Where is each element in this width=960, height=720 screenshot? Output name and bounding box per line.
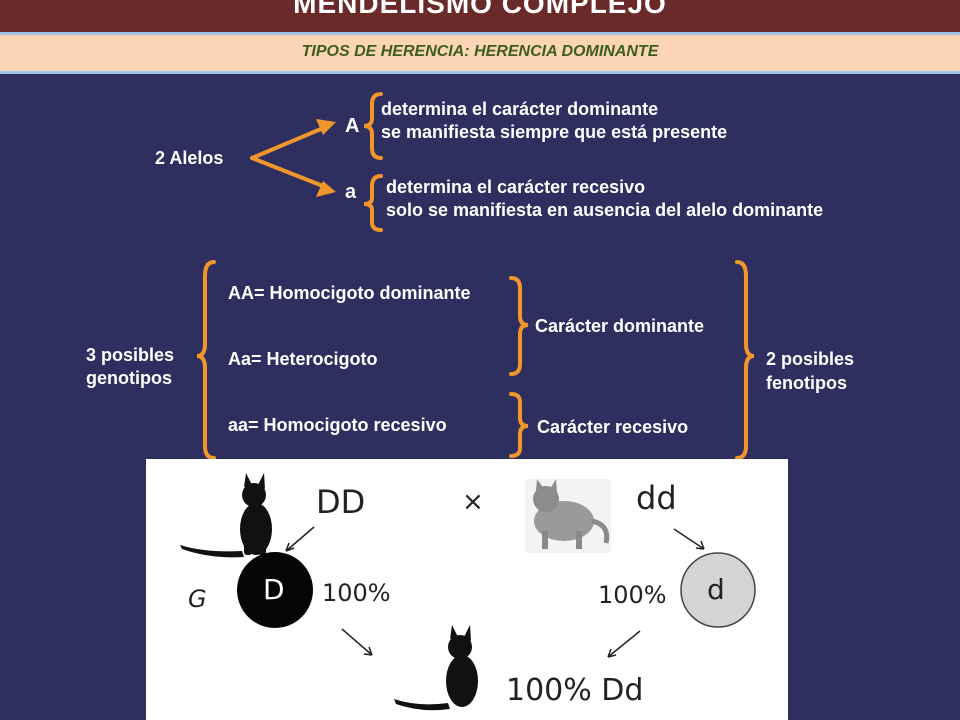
brace-dominant [363,92,383,160]
genotype-item: AA= Homocigoto dominante [228,283,471,303]
arrowhead-dominant [316,119,336,135]
genotypes-label-line1: 3 posibles [86,345,175,365]
brace-genotypes [196,260,216,460]
slide-title: MENDELISMO COMPLEJO [293,0,667,19]
phenotypes-label-line1: 2 posibles [766,349,855,369]
genotypes-label-line2: genotipos [86,368,172,388]
gamete-recessive: d [707,573,725,606]
gamete-dominant-percent: 100% [322,579,391,607]
brace-recessive [363,174,383,232]
parent1-genotype: DD [316,483,366,521]
subtitle-bar [0,32,960,74]
gamete-dominant-circle [237,552,313,628]
arrow-to-recessive [250,156,330,190]
black-cat-offspring-icon [394,625,478,711]
black-cat-parent-icon [180,473,272,558]
allele-recessive-line1: determina el carácter recesivo [386,177,646,197]
arrowhead-recessive [316,181,336,197]
gamete-recessive-circle [680,552,756,628]
genotype-item: Aa= Heterocigoto [228,349,378,369]
gamete-dominant: D [263,573,285,606]
cross-panel: DD × dd G D 100% 100% d 100% Dd [146,459,788,720]
offspring-result: 100% Dd [506,673,644,708]
cross-symbol: × [462,487,484,517]
gamete-label: G [188,585,207,613]
arrow-to-dominant [250,124,330,160]
alleles-label: 2 Alelos [155,148,224,168]
phenotype-recessive: Carácter recesivo [537,417,689,437]
brace-phenotype-dominant [509,276,529,376]
phenotype-dominant: Carácter dominante [535,316,705,336]
genotype-item: aa= Homocigoto recesivo [228,415,447,435]
parent2-genotype: dd [636,479,677,517]
cross-illustration [180,473,756,711]
gamete-recessive-percent: 100% [598,581,667,609]
brace-phenotype-recessive [509,392,529,458]
slide-subtitle: TIPOS DE HERENCIA: HERENCIA DOMINANTE [301,43,659,60]
allele-recessive-symbol: a [345,181,357,203]
brace-phenotypes [735,260,755,460]
grey-cat-parent-icon [525,479,611,553]
allele-dominant-line2: se manifiesta siempre que está presente [381,122,728,142]
title-bar [0,0,960,32]
phenotypes-label-line2: fenotipos [766,373,847,393]
allele-recessive-line2: solo se manifiesta en ausencia del alelo… [386,200,824,220]
allele-dominant-symbol: A [345,115,360,137]
allele-dominant-line1: determina el carácter dominante [381,99,659,119]
